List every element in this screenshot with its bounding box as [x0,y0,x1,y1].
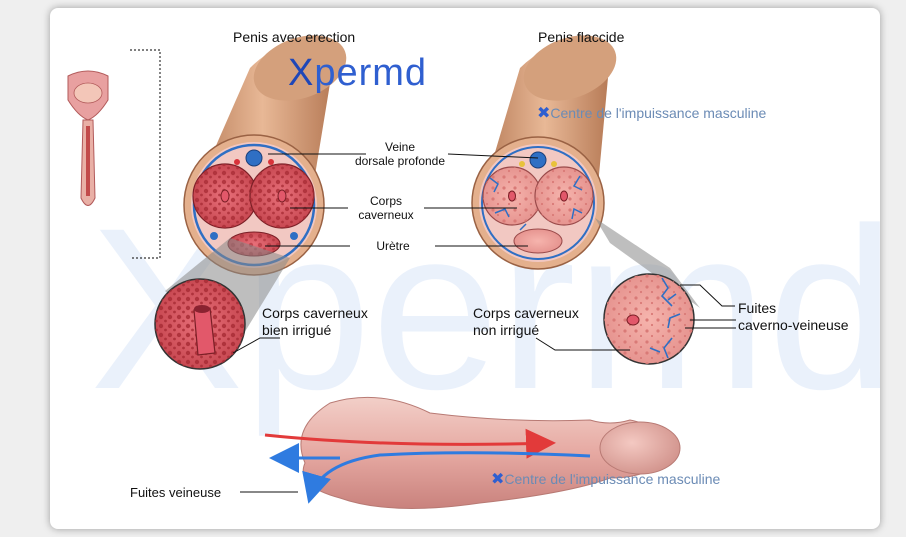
leader-lines [232,153,736,493]
label-fuites-line2: caverno-veineuse [738,317,849,333]
zoom-non-irrigated [603,273,695,365]
logo-rest: permd [314,52,428,94]
longitudinal-view [264,396,681,509]
anatomy-illustration [67,35,736,509]
label-corps: Corps caverneux [346,194,426,222]
label-irrigue-line1: Corps caverneux [262,305,368,321]
diagram-card: Xpermd [50,8,880,529]
dotted-bracket [130,49,161,259]
leader-veine-right [447,153,539,159]
watermark-top: ✖Centre de l'impuissance masculine [537,103,766,123]
zoom-irrigated [154,278,246,370]
label-veine-line2: dorsale profonde [354,154,446,168]
erect-cross-section [183,35,347,276]
watermark-x-icon-bottom: ✖ [491,471,505,488]
watermark-bottom: ✖Centre de l'impuissance masculine [491,469,720,489]
label-corps-line1: Corps [369,194,402,208]
label-uretre: Urètre [376,239,410,253]
label-non-irrigue: Corps caverneux non irrigué [473,305,579,339]
flaccid-cross-section [471,35,617,270]
logo-x-letter: X [288,52,315,94]
xpermd-logo: Xpermd [288,52,427,95]
watermark-bottom-text: Centre de l'impuissance masculine [504,471,721,487]
label-non-irrigue-line1: Corps caverneux [473,305,579,321]
leader-fuites-1 [680,284,735,307]
label-non-irrigue-line2: non irrigué [473,322,540,338]
heading-flaccid: Penis flaccide [538,29,625,45]
leader-irrigue [232,337,280,354]
label-corps-line2: caverneux [358,208,414,222]
leader-non-irrigue [535,337,630,351]
body-outline-icon [67,70,109,206]
watermark-x-icon: ✖ [537,105,551,122]
label-fuites-line1: Fuites [738,300,777,316]
label-irrigue-line2: bien irrigué [262,322,332,338]
label-fuites-veineuse: Fuites veineuse [130,485,222,500]
label-veine-line1: Veine [384,140,416,154]
label-veine: Veine dorsale profonde [350,140,450,168]
label-fuites: Fuites caverno-veineuse [738,300,849,334]
watermark-top-text: Centre de l'impuissance masculine [550,105,767,121]
label-irrigue: Corps caverneux bien irrigué [262,305,368,339]
heading-erect: Penis avec erection [233,29,356,45]
